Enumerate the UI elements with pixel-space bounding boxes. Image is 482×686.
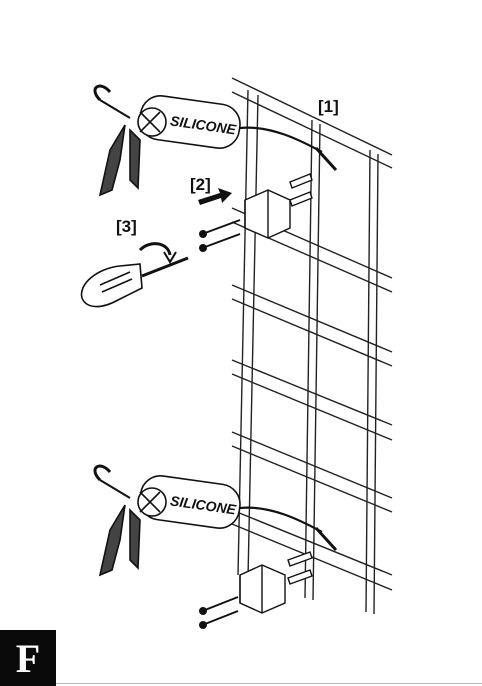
bracket-icon [239, 564, 286, 614]
wall-plug-icon [289, 173, 313, 207]
rotation-arrow-icon [138, 242, 177, 264]
screw-icon [199, 219, 241, 252]
wire-grid-icon [231, 77, 393, 615]
caulking-gun-icon [93, 84, 338, 197]
screwdriver-icon [80, 256, 189, 308]
screw-icon [199, 596, 239, 629]
direction-arrow-icon [198, 188, 232, 205]
footer-divider [56, 683, 482, 684]
wall-plug-icon [287, 551, 313, 585]
step-3-label: [3] [116, 217, 137, 236]
step-2-label: [2] [190, 175, 211, 194]
caulking-gun-icon [93, 464, 338, 577]
step-1-label: [1] [318, 97, 339, 116]
bracket-icon [244, 189, 291, 239]
section-badge: F [0, 630, 56, 686]
